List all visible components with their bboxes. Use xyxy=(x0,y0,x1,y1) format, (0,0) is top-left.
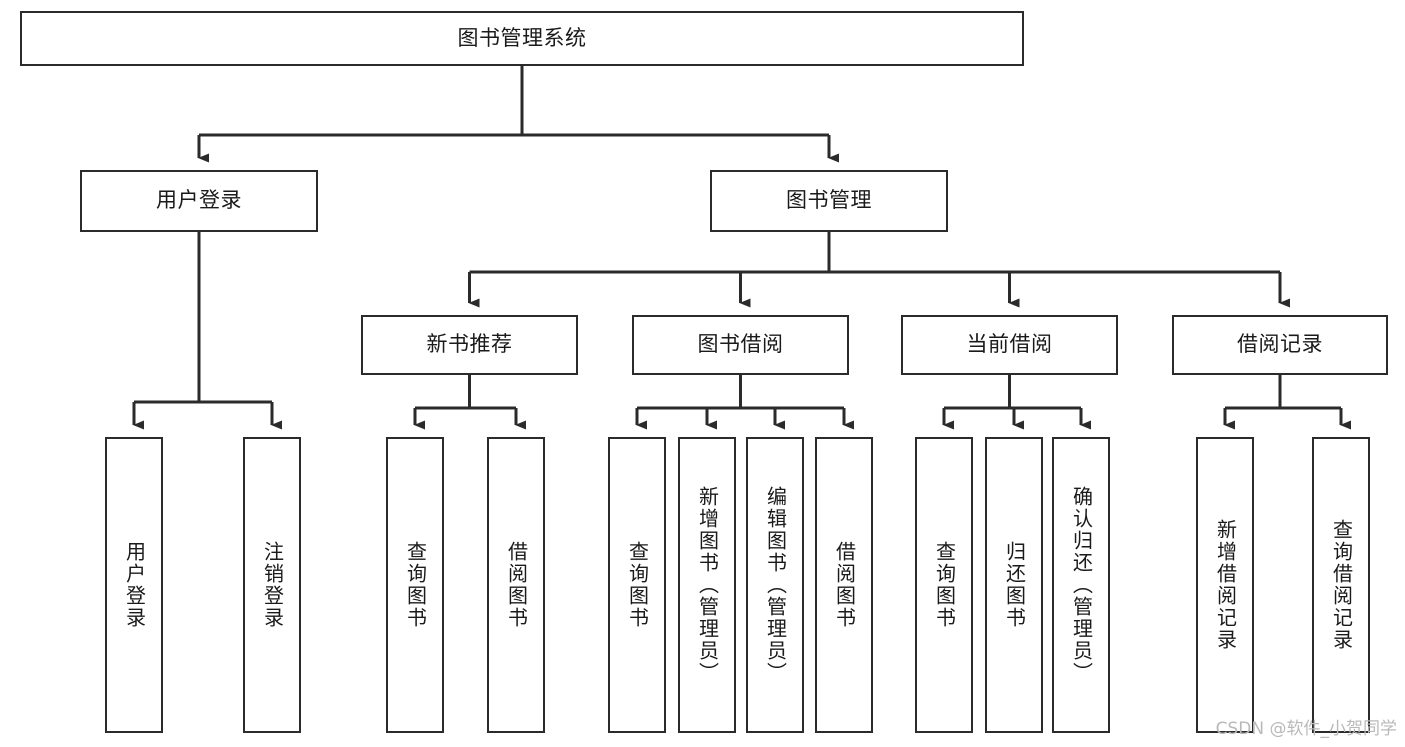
node-leaf-return-book[interactable]: 归还图书 xyxy=(985,437,1043,733)
node-label: 用户登录 xyxy=(122,541,147,629)
node-current-borrow[interactable]: 当前借阅 xyxy=(901,315,1118,375)
node-label: 借阅图书 xyxy=(832,541,857,629)
node-label: 新增借阅记录 xyxy=(1213,519,1238,651)
node-label: 图书借阅 xyxy=(697,332,784,357)
node-label: 图书管理系统 xyxy=(457,25,587,50)
node-label: 图书管理 xyxy=(786,188,872,213)
node-label: 用户登录 xyxy=(156,188,242,213)
node-label: 归还图书 xyxy=(1002,541,1027,629)
node-label: 查询图书 xyxy=(625,541,650,629)
node-label: 确认归还（管理员） xyxy=(1069,486,1094,684)
node-leaf-borrow-book[interactable]: 借阅图书 xyxy=(815,437,873,733)
node-root[interactable]: 图书管理系统 xyxy=(20,11,1024,66)
node-leaf-query-book-current[interactable]: 查询图书 xyxy=(915,437,973,733)
node-borrow-record[interactable]: 借阅记录 xyxy=(1172,315,1388,375)
node-leaf-user-login[interactable]: 用户登录 xyxy=(105,437,163,733)
node-label: 借阅记录 xyxy=(1237,332,1323,357)
node-label: 新增图书（管理员） xyxy=(695,486,720,684)
node-leaf-query-book-borrow[interactable]: 查询图书 xyxy=(608,437,666,733)
node-book-manage[interactable]: 图书管理 xyxy=(710,170,948,232)
node-label: 查询借阅记录 xyxy=(1329,519,1354,651)
node-label: 借阅图书 xyxy=(504,541,529,629)
node-label: 当前借阅 xyxy=(966,332,1053,357)
node-book-borrow[interactable]: 图书借阅 xyxy=(632,315,849,375)
node-leaf-edit-book[interactable]: 编辑图书（管理员） xyxy=(746,437,804,733)
node-leaf-query-borrow-record[interactable]: 查询借阅记录 xyxy=(1312,437,1370,733)
node-new-book-recommend[interactable]: 新书推荐 xyxy=(361,315,578,375)
node-leaf-add-borrow-record[interactable]: 新增借阅记录 xyxy=(1196,437,1254,733)
node-label: 新书推荐 xyxy=(426,332,513,357)
node-leaf-borrow-book-rec[interactable]: 借阅图书 xyxy=(487,437,545,733)
node-leaf-query-book-rec[interactable]: 查询图书 xyxy=(386,437,444,733)
node-leaf-add-book[interactable]: 新增图书（管理员） xyxy=(678,437,736,733)
node-label: 查询图书 xyxy=(932,541,957,629)
watermark-text: CSDN @软件_小贺同学 xyxy=(1215,719,1397,739)
node-label: 注销登录 xyxy=(260,541,285,629)
node-label: 查询图书 xyxy=(403,541,428,629)
node-label: 编辑图书（管理员） xyxy=(763,486,788,684)
node-leaf-confirm-return[interactable]: 确认归还（管理员） xyxy=(1052,437,1110,733)
node-user-login[interactable]: 用户登录 xyxy=(80,170,318,232)
node-leaf-user-logout[interactable]: 注销登录 xyxy=(243,437,301,733)
